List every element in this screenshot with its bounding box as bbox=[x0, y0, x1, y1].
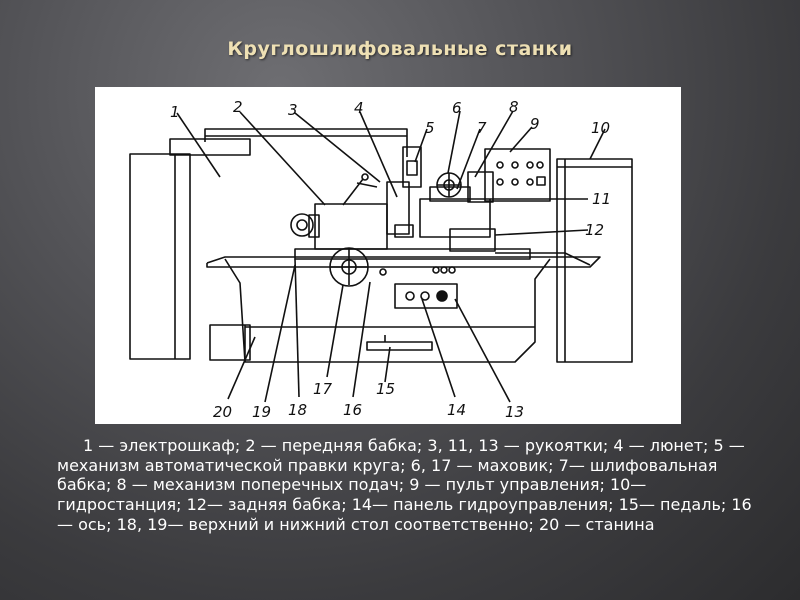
label-20: 20 bbox=[213, 403, 232, 421]
grinding-machine-drawing: 1 2 3 4 5 6 7 8 9 10 11 12 13 14 15 16 1… bbox=[129, 98, 633, 421]
machine-diagram: 1 2 3 4 5 6 7 8 9 10 11 12 13 14 15 16 1… bbox=[95, 87, 681, 424]
label-17: 17 bbox=[313, 380, 333, 398]
label-15: 15 bbox=[376, 380, 395, 398]
label-14: 14 bbox=[447, 401, 466, 419]
label-2: 2 bbox=[233, 98, 243, 116]
label-8: 8 bbox=[509, 98, 519, 116]
figure-caption: 1 — электрошкаф; 2 — передняя бабка; 3, … bbox=[57, 436, 752, 534]
label-10: 10 bbox=[591, 119, 610, 137]
label-1: 1 bbox=[170, 103, 180, 121]
label-9: 9 bbox=[530, 115, 540, 133]
label-16: 16 bbox=[343, 401, 362, 419]
slide-title: Круглошлифовальные станки bbox=[227, 38, 573, 60]
label-11: 11 bbox=[592, 190, 611, 208]
label-4: 4 bbox=[354, 99, 364, 117]
label-18: 18 bbox=[288, 401, 307, 419]
label-12: 12 bbox=[585, 221, 604, 239]
label-13: 13 bbox=[505, 403, 524, 421]
label-5: 5 bbox=[425, 119, 435, 137]
label-3: 3 bbox=[288, 101, 298, 119]
label-19: 19 bbox=[252, 403, 271, 421]
label-7: 7 bbox=[477, 119, 487, 137]
label-6: 6 bbox=[452, 99, 462, 117]
